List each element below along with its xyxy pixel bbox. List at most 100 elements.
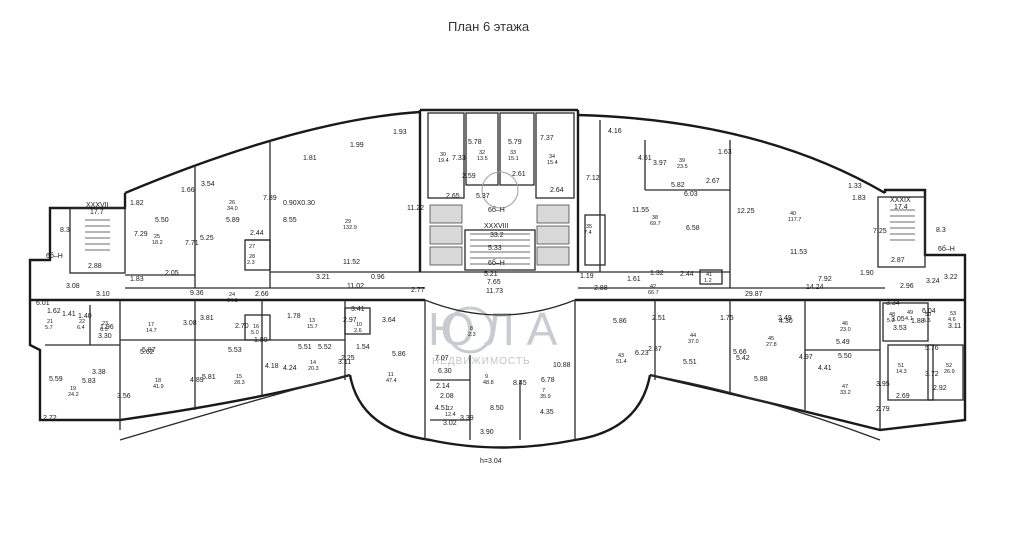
room-10-box [344,307,371,335]
room-number: 25 [154,234,160,240]
dimension-label: 3.05 [891,316,905,323]
room-area: 14.3 [896,369,907,375]
dimension-label: 3.11 [948,323,961,330]
room-labels: 2518.22634.027282.329132.93019.43213.533… [45,150,956,418]
room-number: 24 [229,292,235,298]
room-area: 34.0 [227,206,238,212]
dimension-label: 3.72 [925,371,939,378]
dimension-label: 2.70 [235,323,249,330]
dimension-label: 7.89 [263,195,277,202]
room-area: 4.6 [948,317,956,323]
dimension-label: 8.50 [490,405,504,412]
dimension-label: 3.54 [201,181,215,188]
room-32-box [465,112,499,186]
room-35-box [584,214,606,266]
watermark-subtitle: НЕДВИЖИМОСТЬ [432,356,531,367]
dimension-label: 3.53 [893,325,907,332]
dimension-label: 3.02 [443,420,457,427]
elevator-shaft-5 [536,225,570,245]
dimension-label: 1.63 [718,149,732,156]
room-area: 15.7 [307,324,318,330]
dimension-label: 2.97 [343,317,357,324]
axis-right-label: 6б–Н [938,245,955,253]
room-51-box [887,344,934,401]
room-number: 17 [148,322,154,328]
dimension-label: 4.18 [265,363,279,370]
dimension-label: 1.32 [650,270,664,277]
room-number: 16 [253,324,259,330]
axis-left-label: 6б–Н [46,252,63,260]
room-number: 40 [790,211,796,217]
room-label: 411.2 [704,272,712,284]
room-label: 215.7 [45,319,53,331]
dimension-label: 3.24 [926,278,940,285]
dimension-label: 11.22 [407,205,424,212]
dimension-label: 5.87 [142,347,156,354]
room-label: 485.3 [887,312,895,324]
dimension-label: 4.24 [283,365,297,372]
room-label: 282.3 [247,254,255,266]
dimension-label: 6.78 [541,377,555,384]
dimension-label: 6.04 [922,308,936,315]
room-area: 12.4 [445,412,456,418]
room-number: 53 [950,311,956,317]
dimension-label: 11.02 [347,283,364,290]
dimension-label: 1.54 [356,344,370,351]
room-number: 10 [356,322,362,328]
room-number: 23 [102,321,108,327]
room-area: 4.1 [905,316,913,322]
dimension-label: 7.29 [134,231,148,238]
room-area: 24.2 [68,392,79,398]
room-number: 33 [510,150,516,156]
room-area: 33.2 [840,390,851,396]
dimension-label: 1.62 [47,308,61,315]
dimension-label: 2.44 [250,230,264,237]
dimension-label: 7.92 [818,276,832,283]
dimension-label: 3.90 [480,429,494,436]
room-area: 51.4 [616,359,627,365]
elevator-shaft-1 [429,204,463,224]
dimension-label: 1.90 [860,270,874,277]
room-label: 357.4 [584,224,592,236]
dimension-label: 1.99 [350,142,364,149]
dimension-label: 7.12 [586,175,600,182]
room-area: 47.4 [386,378,397,384]
dimension-label: 3.08 [183,320,197,327]
room-number: 43 [618,353,624,359]
dimension-label: 4.97 [799,354,813,361]
elevator-shaft-2 [429,225,463,245]
room-area: 132.9 [343,225,357,231]
dimension-label: 2.49 [778,315,792,322]
room-area: 7.4 [584,230,592,236]
room-number: 50 [925,312,931,318]
room-number: 39 [679,158,685,164]
room-number: 52 [946,363,952,369]
room-area: 64.1 [227,298,238,304]
dimension-label: 3.41 [351,306,365,313]
room-number: 48 [889,312,895,318]
dimension-label: 2.88 [594,285,608,292]
room-16-box [244,314,271,341]
dimension-label: 4.89 [190,377,204,384]
room-number: 8 [470,326,473,332]
room-area: 14.7 [146,328,157,334]
dimension-label: 3.30 [98,333,112,340]
dimension-label: 3.10 [96,291,110,298]
dimension-label: 8.3 [936,227,946,234]
stair-left-label: XXXVII [86,202,109,209]
dimension-label: 2.64 [550,187,564,194]
dimension-label: 5.86 [392,351,406,358]
room-label: 494.1 [905,310,913,322]
room-area: 6.4 [77,325,85,331]
dimension-label: 11.52 [343,259,360,266]
dimension-label: 2.66 [255,291,269,298]
dimension-label: 1.93 [393,129,407,136]
dimension-label: 11.73 [486,288,503,295]
room-label: 226.4 [77,319,85,331]
